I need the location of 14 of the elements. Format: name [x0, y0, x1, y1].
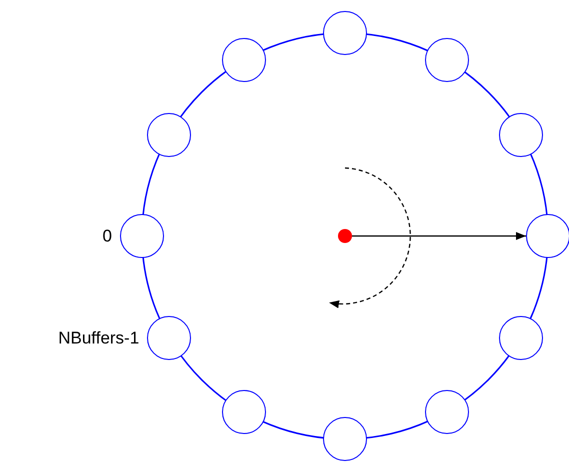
pointer-dot: [338, 229, 352, 243]
buffer-index-label: 0: [102, 228, 112, 244]
buffer-circle: [498, 112, 543, 156]
buffer-circle: [323, 11, 367, 55]
buffer-circle: [222, 38, 266, 82]
arrow: [352, 232, 526, 240]
buffer-circle: [222, 390, 266, 434]
buffer-circle: [498, 316, 543, 360]
buffer-circle: [147, 112, 192, 156]
buffer-circle: [526, 214, 569, 258]
buffer-circle: [323, 417, 367, 461]
buffer-circle: [424, 38, 468, 82]
buffer-index-label: NBuffers-1: [58, 329, 140, 346]
buffer-circle: [424, 390, 468, 434]
